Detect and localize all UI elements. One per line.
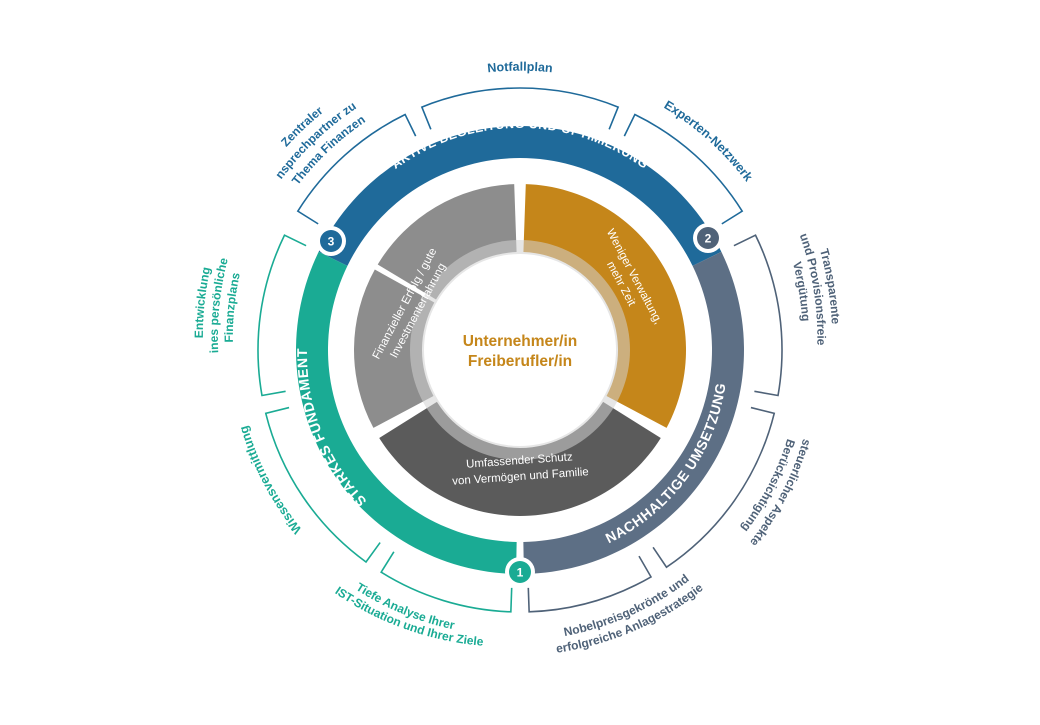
phase-badge-3: 3	[316, 226, 346, 256]
segment-gray	[377, 184, 517, 300]
bracket-wissen	[264, 406, 381, 564]
center-label-line1: Unternehmer/in	[463, 333, 578, 350]
outer-wissensvermittlung: Wissensvermittlung	[236, 424, 304, 536]
bracket-experten	[623, 113, 744, 225]
phase-blue-arc	[318, 125, 722, 266]
bracket-zentraler	[296, 113, 417, 225]
bracket-transparente	[733, 234, 783, 397]
phase-slate-arc	[523, 251, 745, 574]
phase-badge-1: 1	[505, 557, 535, 587]
phase-ring	[295, 125, 745, 574]
bracket-notfallplan	[420, 87, 620, 130]
bracket-entwicklung	[257, 234, 307, 397]
phase-badge-2-number: 2	[705, 232, 712, 246]
phase-badge-3-number: 3	[328, 235, 335, 249]
center-circle	[424, 254, 616, 446]
phase-teal-arc	[295, 251, 517, 574]
bracket-tiefe	[380, 551, 513, 613]
phase-badge-2: 2	[693, 223, 723, 253]
segment-gray-left	[354, 269, 435, 428]
center-label-line2: Freiberufler/in	[468, 353, 572, 370]
outer-experten-netzwerk: Experten-Netzwerk	[662, 98, 756, 184]
outer-notfallplan: Notfallplan	[487, 60, 554, 76]
outer-brackets	[257, 87, 783, 613]
bracket-steuer	[652, 406, 776, 569]
bracket-nobel	[527, 555, 653, 613]
outer-zentraler-line2: Ansprechpartner zum	[0, 0, 359, 181]
phase-badge-1-number: 1	[517, 566, 524, 580]
segment-gold	[523, 184, 686, 428]
